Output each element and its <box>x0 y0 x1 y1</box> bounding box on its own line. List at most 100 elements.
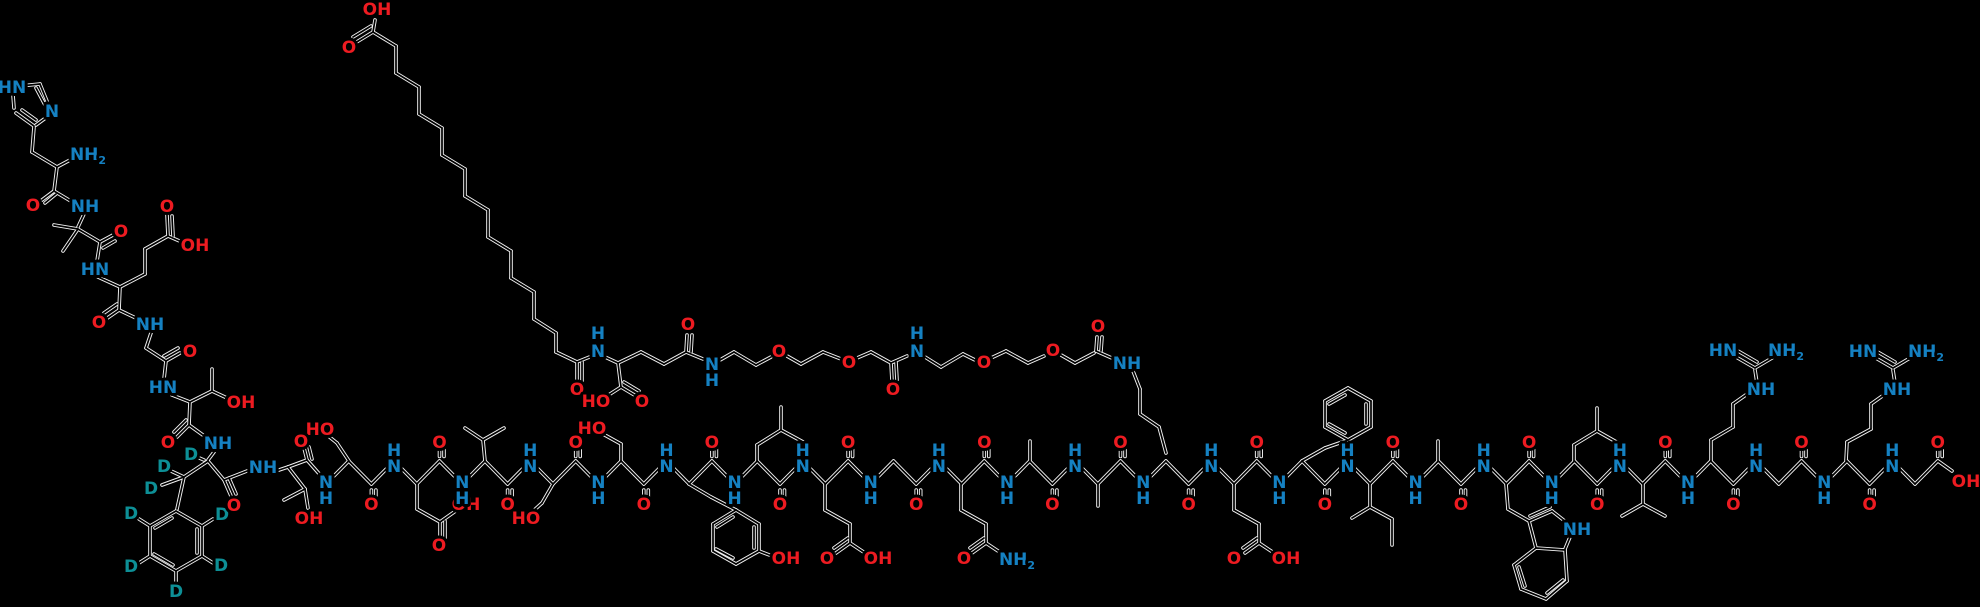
bond <box>62 228 79 252</box>
bond <box>163 360 167 380</box>
atom-label-n: N <box>864 473 878 493</box>
atom-label-h: H <box>705 371 719 391</box>
bond <box>183 460 209 478</box>
bond <box>1875 350 1896 363</box>
bond <box>393 460 418 485</box>
atom-label-ho: HO <box>512 509 541 529</box>
atom-label-nh: NH <box>136 315 164 335</box>
bond <box>620 386 637 397</box>
atom-label-h: H <box>591 489 605 509</box>
bond <box>21 109 37 121</box>
bond <box>167 235 185 244</box>
bond <box>1142 460 1167 485</box>
atom-label-n: N <box>705 355 719 375</box>
atom-label-o: O <box>1862 495 1876 515</box>
atom-label-o: O <box>568 433 582 453</box>
bond <box>617 351 642 364</box>
bond <box>856 351 872 359</box>
atom-label-h: H <box>591 324 605 344</box>
bond <box>983 460 1008 485</box>
bond <box>552 460 577 485</box>
atom-label-nh2: NH2 <box>999 550 1035 572</box>
bond <box>461 460 486 485</box>
bond <box>163 347 179 357</box>
atom-label-h: H <box>1885 441 1899 461</box>
bond <box>31 126 35 153</box>
bond <box>597 460 622 485</box>
bond <box>1891 460 1916 485</box>
atom-label-o: O <box>1045 495 1059 515</box>
atom-label-h: H <box>864 489 878 509</box>
bond <box>1528 460 1553 485</box>
bond <box>1119 460 1145 485</box>
bond <box>869 460 895 485</box>
atom-label-d: D <box>215 505 229 525</box>
bond <box>99 234 114 243</box>
bond <box>283 488 306 501</box>
bond <box>171 215 174 237</box>
atom-label-h: H <box>796 441 810 461</box>
bond <box>1392 460 1417 485</box>
atom-label-o: O <box>432 536 446 556</box>
atom-label-d: D <box>124 504 138 524</box>
bond <box>35 87 46 106</box>
atom-label-o: O <box>1227 549 1241 569</box>
bond <box>325 460 350 485</box>
bond <box>1845 441 1848 462</box>
bond <box>940 353 964 368</box>
bond <box>487 236 512 252</box>
bond <box>786 355 802 365</box>
bond <box>171 394 191 403</box>
bond <box>1687 460 1712 485</box>
atom-label-o: O <box>1091 317 1105 337</box>
bond <box>439 509 458 523</box>
atom-label-o: O <box>500 495 514 515</box>
atom-label-h: H <box>1477 441 1491 461</box>
bond <box>1513 547 1537 566</box>
atom-label-o: O <box>1658 433 1672 453</box>
atom-label-n: N <box>1477 457 1491 477</box>
bond <box>31 151 58 168</box>
bond <box>719 351 735 361</box>
bond <box>1028 460 1054 485</box>
atom-label-oh: OH <box>864 549 893 569</box>
bond <box>1139 413 1160 428</box>
atom-label-nh2: NH2 <box>1768 341 1804 363</box>
atom-label-h: H <box>659 441 673 461</box>
bond <box>663 351 687 365</box>
bond <box>606 386 622 397</box>
atom-label-n: N <box>45 102 59 122</box>
bond <box>1323 460 1349 485</box>
atom-label-nh2: NH2 <box>70 145 106 167</box>
atom-label-n: N <box>1408 473 1422 493</box>
bond <box>685 351 704 360</box>
bond <box>710 496 737 511</box>
bond <box>1754 369 1758 384</box>
bond <box>189 390 213 403</box>
atom-label-h: H <box>910 324 924 344</box>
atom-label-nh: NH <box>1113 354 1141 374</box>
bond <box>847 460 872 485</box>
bond <box>1255 460 1281 485</box>
atom-label-h: H <box>387 441 401 461</box>
bond <box>416 508 441 523</box>
bond <box>372 31 397 47</box>
atom-label-o: O <box>886 380 900 400</box>
bond <box>1074 460 1099 485</box>
atom-label-oh: OH <box>1272 549 1301 569</box>
bond <box>756 460 781 485</box>
atom-label-h: H <box>1545 489 1559 509</box>
bond <box>287 466 306 490</box>
bond <box>1873 356 1894 369</box>
bond <box>915 460 940 485</box>
atom-label-n: N <box>659 457 673 477</box>
bond <box>1328 423 1346 434</box>
bond <box>1550 460 1576 485</box>
bond <box>153 553 174 566</box>
bond <box>173 419 187 433</box>
bond <box>1242 537 1258 549</box>
atom-label-h: H <box>1817 489 1831 509</box>
bond <box>1328 394 1346 405</box>
bond <box>1518 566 1526 587</box>
bond <box>1187 460 1213 485</box>
